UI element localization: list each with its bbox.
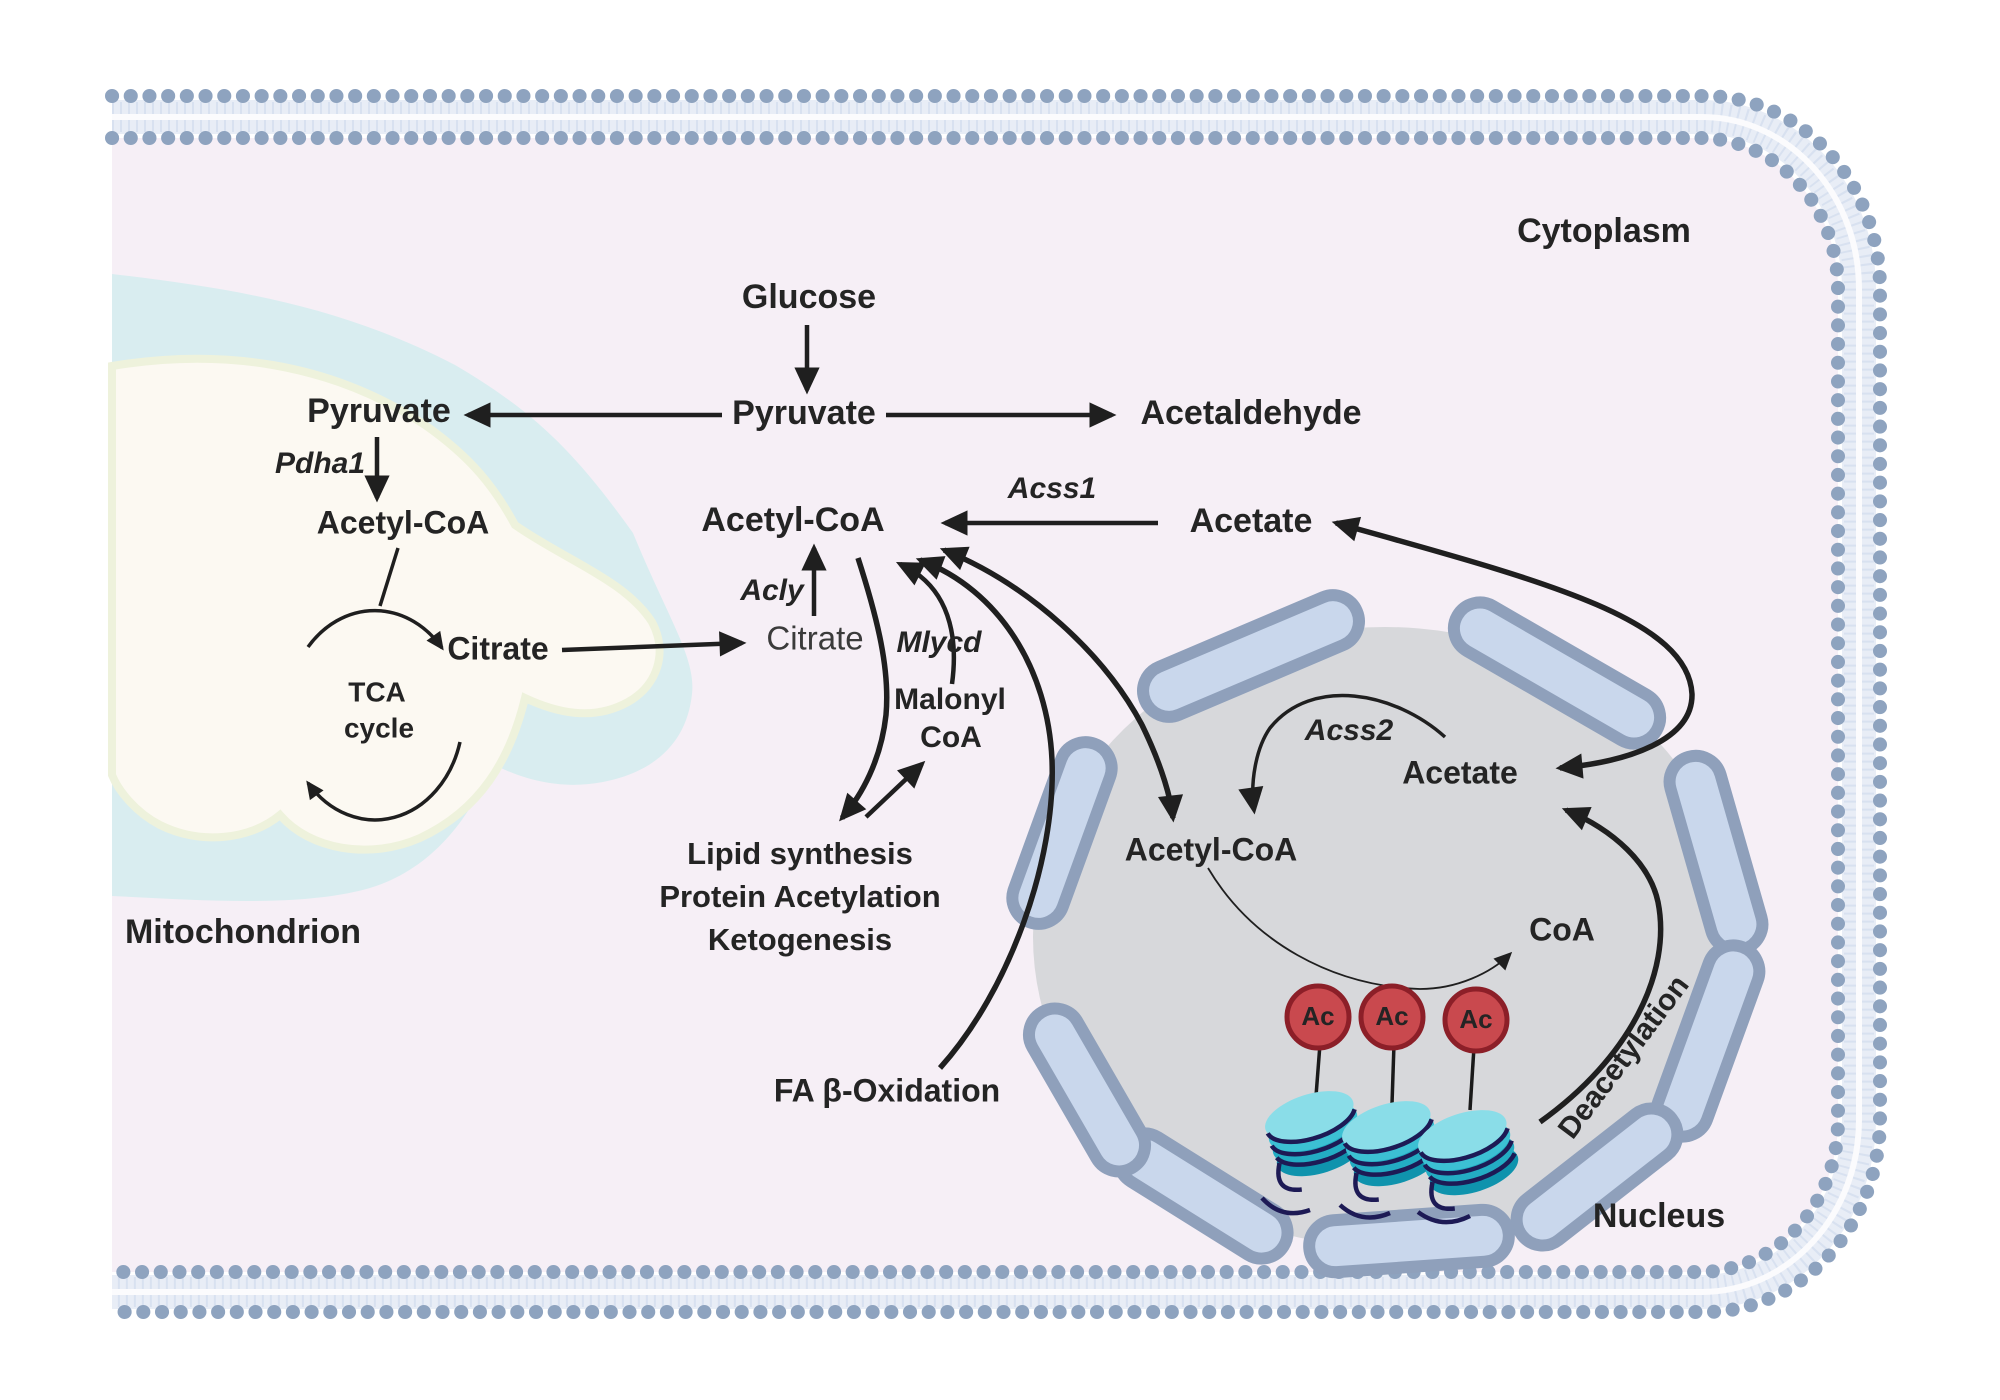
dna-strand [1260, 1196, 1311, 1216]
ac-stick [1390, 1043, 1396, 1105]
mitochondrion-label: Mitochondrion [125, 913, 361, 951]
citrate-mitochondria-label: Citrate [447, 630, 548, 666]
membrane-inner-heads [105, 131, 1845, 1279]
tca-label-line1: TCA [348, 676, 406, 707]
acss2-gene-label: Acss2 [1304, 714, 1394, 747]
acetyl-mark-1: Ac [1284, 983, 1352, 1051]
arrow-acetylcoa-cyto-nucleus [939, 546, 1184, 823]
mitochondrion-matrix [108, 354, 664, 854]
nuclear-envelope-segment [1023, 1002, 1151, 1178]
acetyl-mark-label: Ac [1375, 1001, 1408, 1031]
acetyl-mark-label: Ac [1459, 1004, 1492, 1034]
membrane-outer-heads [105, 89, 1887, 1319]
acetylcoa-nucleus-label: Acetyl-CoA [1125, 831, 1297, 867]
nuclear-envelope-segment [1510, 1102, 1684, 1252]
acetyl-mark-2: Ac [1358, 983, 1426, 1051]
fa-beta-oxidation-label: FA β-Oxidation [774, 1072, 1000, 1108]
tca-cycle-arc-top [306, 608, 444, 651]
acetylcoa-mitochondria-label: Acetyl-CoA [317, 504, 489, 540]
fate-lipid-synthesis-label: Lipid synthesis [687, 836, 913, 871]
acetaldehyde-label: Acetaldehyde [1140, 394, 1361, 432]
ac-stick [1468, 1046, 1476, 1111]
arrow-acetylcoa-to-fates [839, 557, 890, 822]
pdha1-gene-label: Pdha1 [275, 447, 365, 480]
pyruvate-mitochondria-label: Pyruvate [307, 392, 451, 430]
reaction-arrows [306, 325, 1695, 1125]
nucleus-shape [1033, 627, 1737, 1247]
mitochondrion-shape [108, 274, 693, 901]
arrow-acetate-cyto-nucleus [1331, 516, 1695, 779]
fate-ketogenesis-label: Ketogenesis [708, 922, 892, 957]
arrow-acss2-acetate-to-acetylcoa [1238, 693, 1447, 815]
acetyl-mark-3: Ac [1442, 986, 1510, 1054]
arrow-to-malonylcoa [864, 760, 926, 819]
nuclear-envelope-segment [1303, 1203, 1515, 1279]
arrow-citrate-export [561, 631, 747, 657]
citrate-cytoplasm-label: Citrate [766, 620, 863, 657]
dna-strand [1416, 1210, 1472, 1225]
plasma-membrane [105, 89, 1887, 1319]
fate-protein-acetylation-label: Protein Acetylation [659, 879, 940, 914]
acss1-gene-label: Acss1 [1007, 472, 1096, 505]
acetylcoa-cytoplasm-label: Acetyl-CoA [701, 501, 884, 539]
malonylcoa-label-line1: Malonyl [894, 683, 1006, 716]
ac-stick [1314, 1043, 1322, 1097]
dna-strand [1338, 1203, 1391, 1220]
mlycd-gene-label: Mlycd [896, 626, 982, 659]
histones: Ac Ac Ac [1257, 983, 1527, 1225]
tca-cycle-arc-bottom [306, 741, 462, 822]
acetate-cytoplasm-label: Acetate [1190, 502, 1313, 540]
acetyl-mark-label: Ac [1301, 1001, 1334, 1031]
cytoplasm-label: Cytoplasm [1517, 212, 1691, 250]
acly-gene-label: Acly [739, 574, 805, 607]
coa-nucleus-label: CoA [1529, 911, 1595, 947]
line-acetylcoa-to-tca [378, 547, 400, 607]
acetate-nucleus-label: Acetate [1402, 754, 1518, 790]
glucose-label: Glucose [742, 278, 876, 316]
nucleus-label: Nucleus [1593, 1197, 1725, 1235]
pyruvate-cytoplasm-label: Pyruvate [732, 394, 876, 432]
arrow-deacetylation [1538, 807, 1664, 1125]
malonylcoa-label-line2: CoA [920, 721, 982, 754]
tca-label-line2: cycle [344, 712, 414, 743]
